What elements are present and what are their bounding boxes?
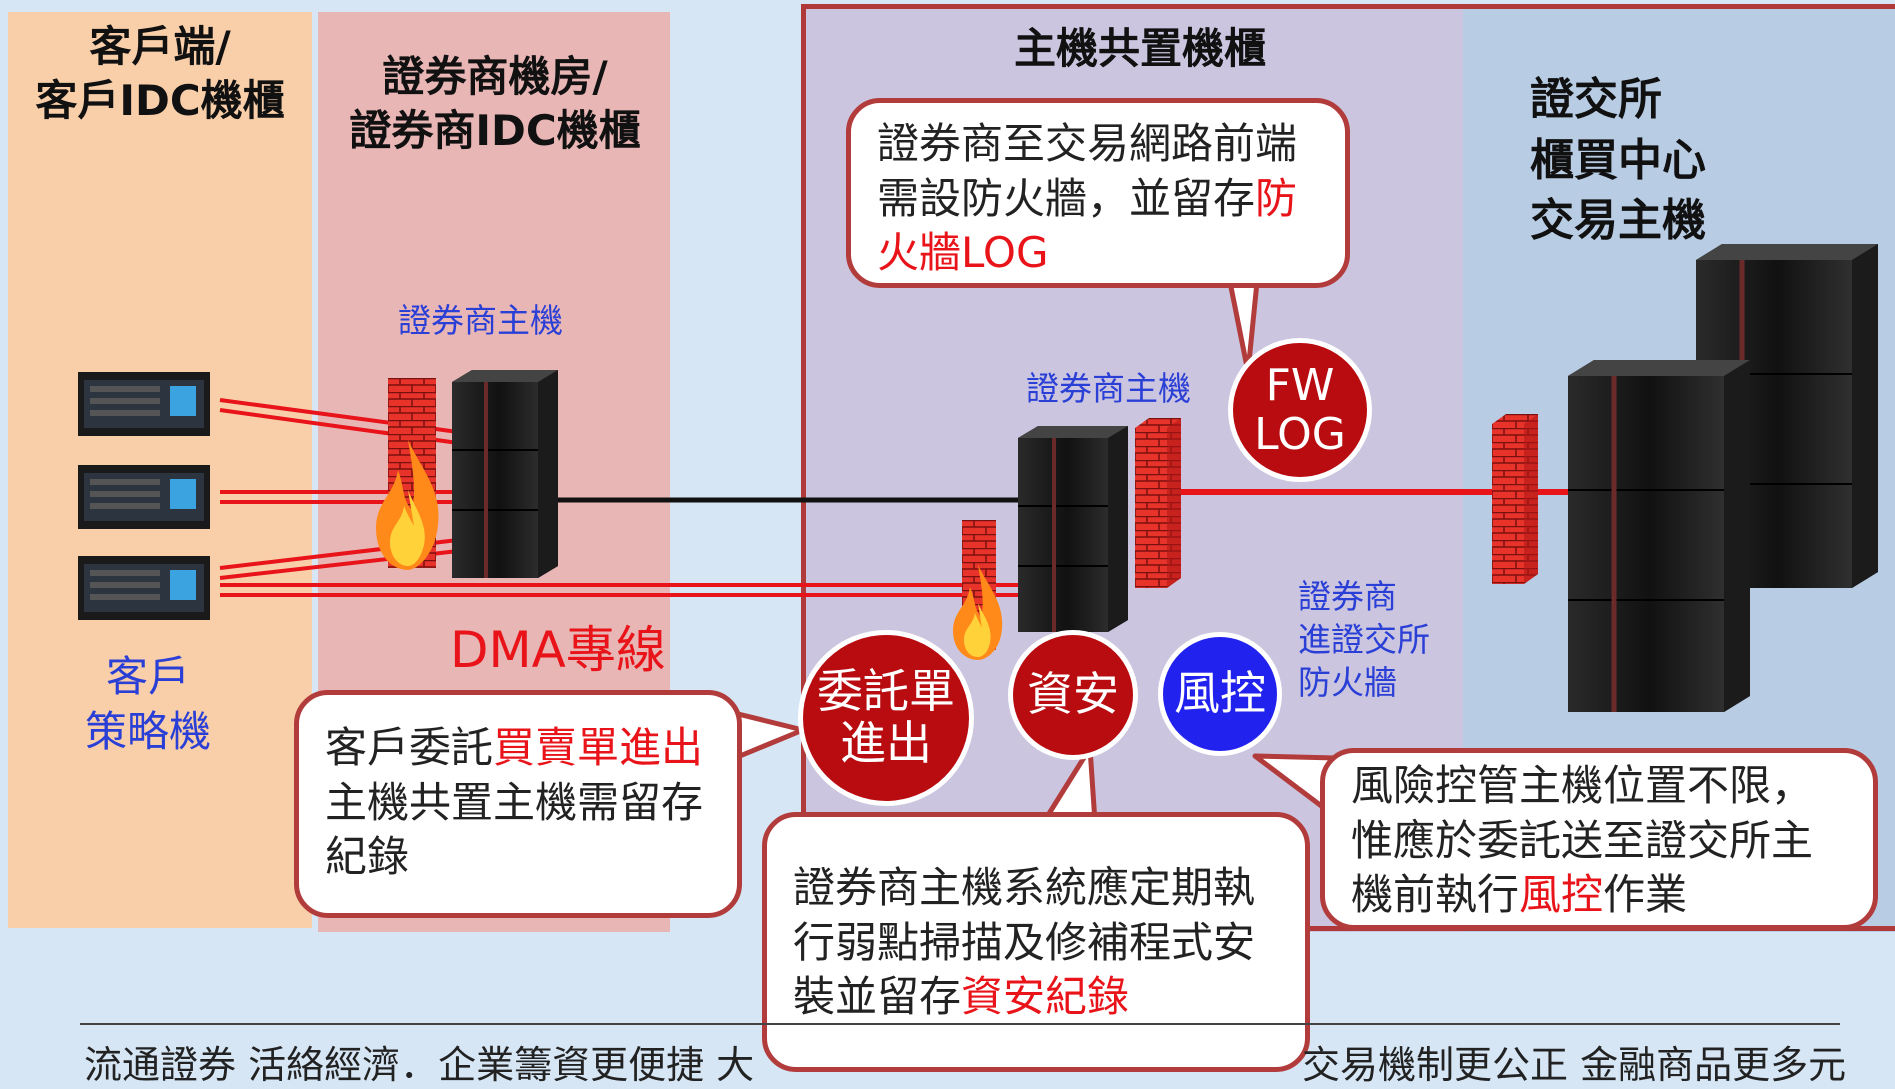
brick-firewall-icon: [1492, 414, 1538, 584]
colocation-zone-title: 主機共置機櫃: [1013, 24, 1266, 73]
client-zone-title: 客戶端/ 客戶IDC機櫃: [35, 22, 285, 125]
firewall-callout-highlight: 防火牆LOG: [877, 173, 1298, 278]
vuln-callout-highlight: 資安紀錄: [961, 972, 1130, 1022]
footer-slogan-right: 交易機制更公正 金融商品更多元: [1302, 1043, 1847, 1087]
footer-slogan-left: 流通證券 活絡經濟．企業籌資更便捷 大: [84, 1043, 755, 1087]
colo-broker-host-label: 證券商主機: [1026, 369, 1191, 408]
broker-host-label: 證券商主機: [398, 301, 563, 340]
order-callout-text-1: 客戶委託: [325, 723, 494, 772]
firewall-callout-text: 證券商至交易網路前端需設防火牆，並留存: [877, 119, 1298, 223]
fw-log-badge: FW LOG: [1228, 338, 1372, 482]
order-callout-text-2: 主機共置主機需留存紀錄: [325, 777, 704, 882]
vuln-callout-text: 證券商主機系統應定期執行弱點掃描及修補程式安裝並留存: [793, 863, 1256, 1022]
flame-icon: [376, 440, 439, 570]
rack-server-icon: [78, 556, 210, 620]
order-inout-badge: 委託單 進出: [798, 630, 974, 806]
dma-line-label: DMA專線: [450, 621, 666, 679]
risk-control-callout: 風險控管主機位置不限，惟應於委託送至證交所主機前執行風控作業: [1320, 748, 1878, 930]
firewall-log-callout: 證券商至交易網路前端需設防火牆，並留存防火牆LOG: [846, 98, 1350, 288]
exchange-zone-title: 證交所 櫃買中心 交易主機: [1530, 74, 1706, 247]
server-tower-icon: [1018, 426, 1128, 632]
infosec-badge: 資安: [1008, 630, 1138, 760]
order-callout-highlight: 買賣單進出: [493, 723, 704, 772]
footer-divider: [80, 1023, 1840, 1025]
vulnerability-scan-callout: 證券商主機系統應定期執行弱點掃描及修補程式安裝並留存資安紀錄: [762, 812, 1310, 1072]
flame-icon: [953, 565, 1003, 660]
broker-zone-title: 證券商機房/ 證券商IDC機櫃: [349, 52, 641, 155]
risk-callout-text-2: 作業: [1603, 870, 1688, 920]
rack-server-icon: [78, 372, 210, 436]
risk-callout-highlight: 風控: [1519, 870, 1604, 920]
client-strategy-label: 客戶 策略機: [84, 652, 211, 756]
brick-firewall-icon: [1135, 418, 1181, 588]
server-tower-icon: [452, 370, 558, 578]
order-record-callout: 客戶委託買賣單進出主機共置主機需留存紀錄: [294, 690, 742, 918]
rack-server-icon: [78, 465, 210, 529]
server-tower-icon: [1568, 360, 1750, 712]
broker-exchange-firewall-label: 證券商 進證交所 防火牆: [1298, 577, 1430, 702]
risk-control-badge: 風控: [1158, 632, 1282, 756]
risk-callout-text-1: 風險控管主機位置不限，惟應於委託送至證交所主機前執行: [1351, 761, 1814, 920]
